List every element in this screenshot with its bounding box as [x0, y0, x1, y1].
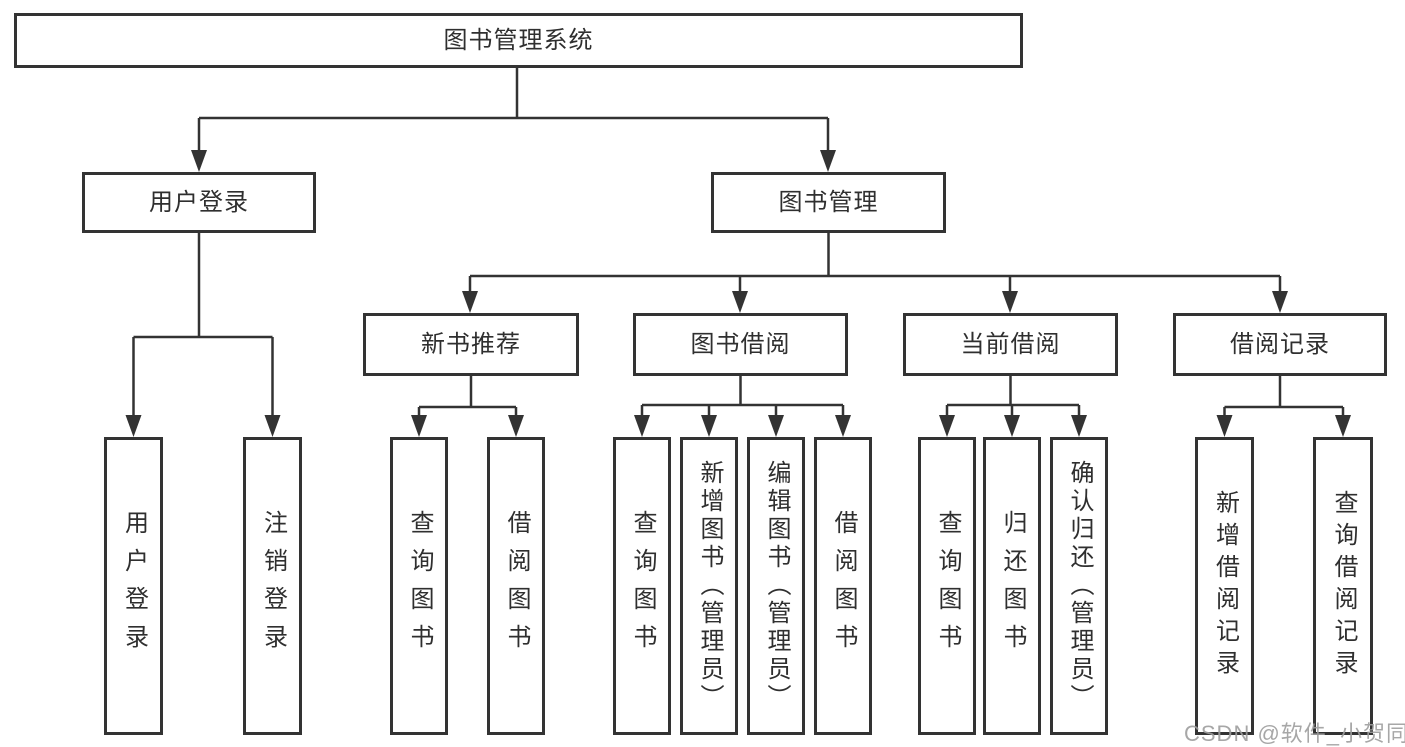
leaf-query-borrow-record: 查询借阅记录: [1313, 437, 1373, 735]
node-root: 图书管理系统: [14, 13, 1023, 68]
leaf-add-borrow-record-label: 新增借阅记录: [1211, 490, 1239, 682]
leaf-logout-label: 注销登录: [259, 510, 287, 662]
node-book-management: 图书管理: [711, 172, 946, 233]
leaf-add-borrow-record: 新增借阅记录: [1195, 437, 1254, 735]
leaf-query-book-borrow: 查询图书: [613, 437, 671, 735]
node-book-borrow: 图书借阅: [633, 313, 848, 376]
node-user-login: 用户登录: [82, 172, 316, 233]
leaf-return-book-label: 归还图书: [999, 510, 1026, 662]
node-book-borrow-label: 图书借阅: [690, 330, 791, 358]
node-current-borrow-label: 当前借阅: [960, 330, 1061, 358]
leaf-query-book-recommend-label: 查询图书: [406, 510, 433, 662]
leaf-borrow-book-label: 借阅图书: [830, 510, 857, 662]
node-borrow-records-label: 借阅记录: [1230, 330, 1330, 358]
node-new-book-recommend-label: 新书推荐: [421, 330, 521, 358]
leaf-edit-book-admin-label: 编辑图书（管理员）: [763, 460, 790, 712]
leaf-borrow-book-recommend: 借阅图书: [487, 437, 545, 735]
leaf-query-borrow-record-label: 查询借阅记录: [1330, 490, 1357, 682]
leaf-edit-book-admin: 编辑图书（管理员）: [747, 437, 805, 735]
leaf-confirm-return-admin: 确认归还（管理员）: [1050, 437, 1108, 735]
leaf-borrow-book: 借阅图书: [814, 437, 872, 735]
leaf-query-book-current-label: 查询图书: [934, 510, 961, 662]
leaf-add-book-admin: 新增图书（管理员）: [680, 437, 738, 735]
leaf-query-book-current: 查询图书: [918, 437, 976, 735]
leaf-user-login: 用户登录: [104, 437, 163, 735]
csdn-watermark: CSDN @软件_小贺同学: [1184, 721, 1405, 746]
leaf-borrow-book-recommend-label: 借阅图书: [503, 510, 530, 662]
node-root-label: 图书管理系统: [443, 26, 594, 54]
leaf-query-book-recommend: 查询图书: [390, 437, 448, 735]
node-book-management-label: 图书管理: [778, 188, 879, 216]
node-current-borrow: 当前借阅: [903, 313, 1118, 376]
node-borrow-records: 借阅记录: [1173, 313, 1387, 376]
leaf-logout: 注销登录: [243, 437, 302, 735]
leaf-add-book-admin-label: 新增图书（管理员）: [696, 460, 723, 712]
leaf-confirm-return-admin-label: 确认归还（管理员）: [1066, 460, 1093, 712]
leaf-query-book-borrow-label: 查询图书: [629, 510, 656, 662]
leaf-user-login-label: 用户登录: [120, 510, 148, 662]
node-new-book-recommend: 新书推荐: [363, 313, 579, 376]
node-user-login-label: 用户登录: [149, 188, 249, 216]
leaf-return-book: 归还图书: [983, 437, 1041, 735]
